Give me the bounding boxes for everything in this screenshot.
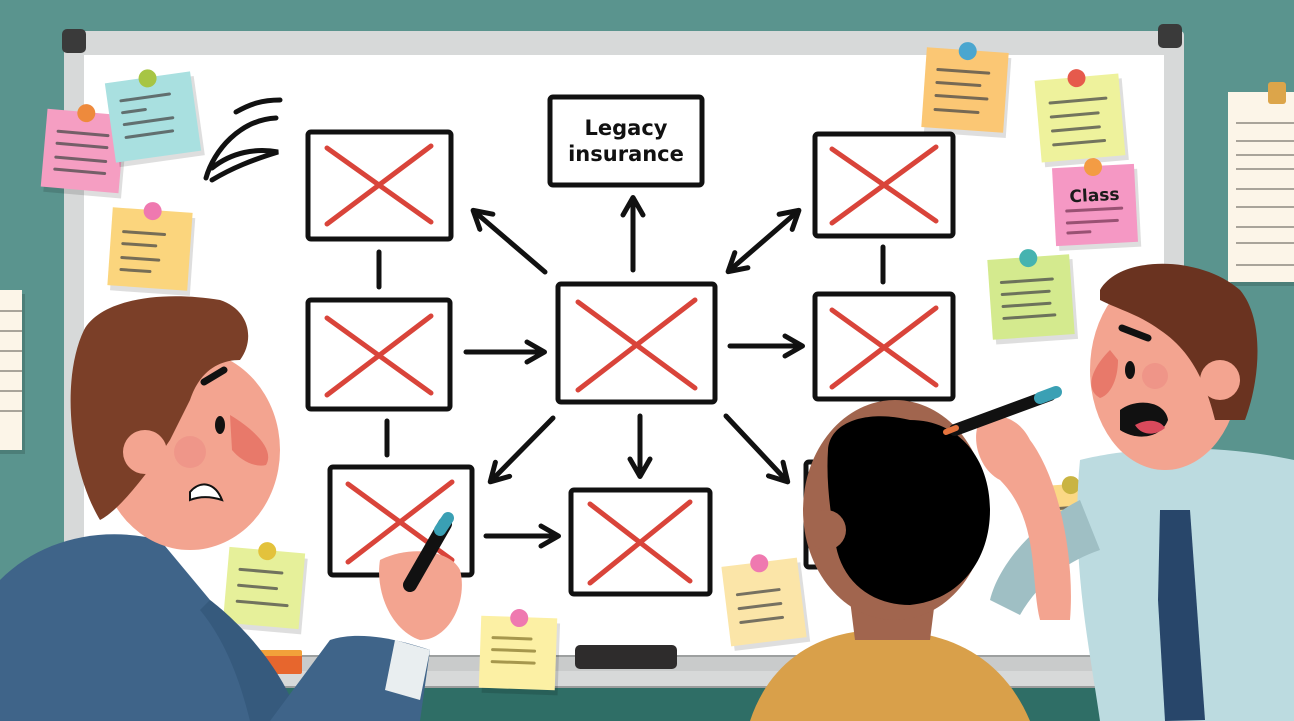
board-corner xyxy=(62,29,86,53)
black-eraser xyxy=(575,645,677,669)
left-man xyxy=(0,296,462,721)
legacy-insurance-box: Legacy insurance xyxy=(550,97,702,185)
board-corner xyxy=(1158,24,1182,48)
tape-icon xyxy=(1268,82,1286,104)
wall-paper-right xyxy=(1228,82,1294,282)
wall-paper-left xyxy=(0,290,22,450)
right-man xyxy=(943,263,1294,721)
middle-man xyxy=(750,400,1030,721)
legacy-label-line1: Legacy xyxy=(584,116,668,140)
legacy-label-line2: insurance xyxy=(568,142,684,166)
